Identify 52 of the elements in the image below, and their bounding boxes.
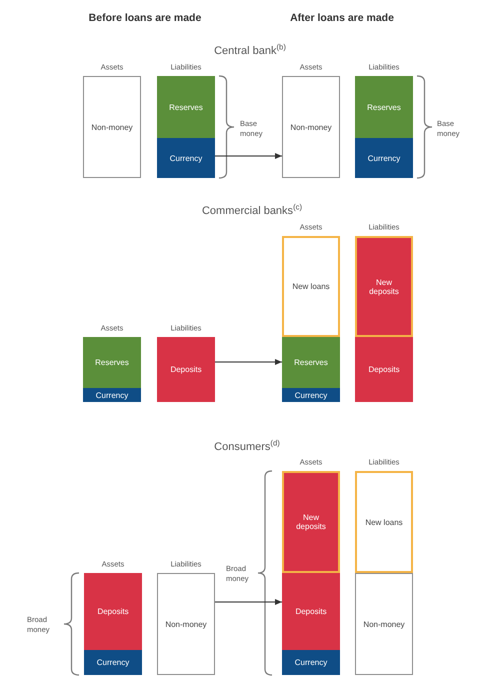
balance-sheet-block <box>282 337 340 388</box>
panel-heading: After loans are made <box>290 12 394 24</box>
arrow <box>214 359 282 365</box>
section-title: Central bank$^{(b)}$ <box>214 45 286 57</box>
arrow <box>214 153 282 159</box>
balance-sheet-block <box>157 573 215 675</box>
block-label: Non-money <box>165 620 207 628</box>
block-label: New deposits <box>295 513 327 531</box>
block-label: Non-money <box>290 122 332 132</box>
balance-sheet-block <box>83 388 141 402</box>
section-title: Commercial banks$^{(c)}$ <box>202 205 302 217</box>
balance-sheet-block <box>355 138 413 178</box>
balance-sheet-block <box>84 650 142 675</box>
balance-sheet-block <box>282 388 340 402</box>
block-label: Currency <box>368 154 400 162</box>
balance-sheet-block <box>84 573 142 650</box>
block-label: Currency <box>294 658 328 667</box>
balance-sheet-block <box>282 471 340 573</box>
balance-sheet-block <box>355 236 413 337</box>
block-label: Reserves <box>169 102 203 112</box>
block-label: Deposits <box>368 365 400 374</box>
block-label: Currency <box>96 658 130 667</box>
balance-sheet-block <box>355 76 413 138</box>
section-title: Consumers$^{(d)}$ <box>214 441 280 453</box>
balance-sheet-block <box>157 337 215 402</box>
balance-sheet-block <box>282 573 340 650</box>
balance-sheet-block <box>355 471 413 573</box>
balance-sheet-block <box>355 573 413 675</box>
block-label: Reserves <box>294 358 328 367</box>
block-label: New loans <box>365 518 403 526</box>
block-label: Currency <box>170 154 202 162</box>
balance-sheet-block <box>83 76 141 178</box>
block-label: New loans <box>292 282 330 291</box>
panel-heading: Before loans are made <box>88 12 202 24</box>
block-label: Deposits <box>97 607 129 616</box>
balance-sheet-block <box>157 138 215 178</box>
balance-sheet-block <box>157 76 215 138</box>
balance-sheet-block <box>282 76 340 178</box>
block-label: Non-money <box>363 620 405 628</box>
arrow <box>214 599 282 605</box>
block-label: Deposits <box>295 607 327 616</box>
block-label: Currency <box>294 390 328 400</box>
block-label: Currency <box>96 390 128 400</box>
balance-sheet-block <box>83 337 141 388</box>
block-label: Reserves <box>367 102 401 112</box>
balance-sheet-block <box>282 650 340 675</box>
balance-sheet-block <box>355 337 413 402</box>
block-label: Non-money <box>91 122 133 132</box>
block-label: Deposits <box>170 365 202 374</box>
block-label: New deposits <box>368 278 400 296</box>
balance-sheet-block <box>282 236 340 337</box>
block-label: Reserves <box>95 358 129 367</box>
